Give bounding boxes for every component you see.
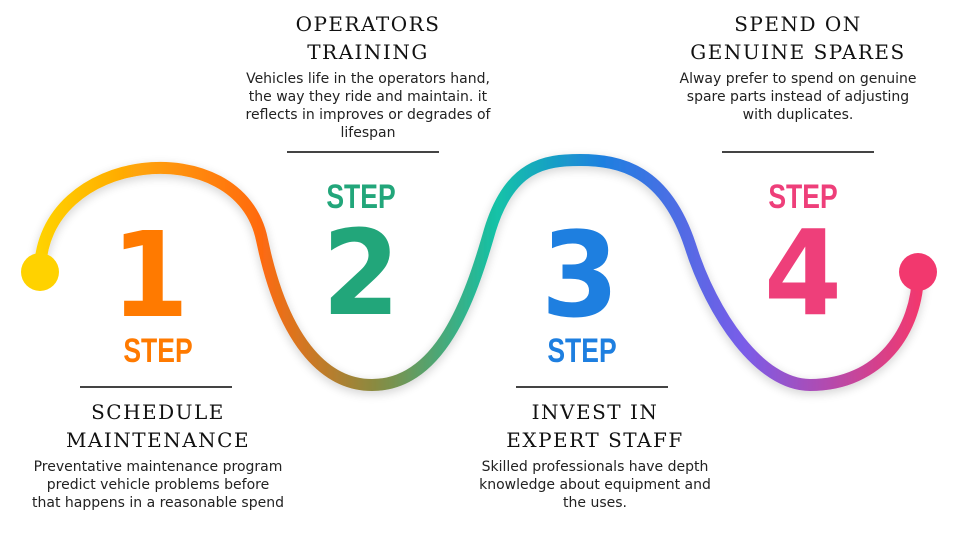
step-2-title-line-1: OPERATORS <box>295 12 441 36</box>
step-2-title-line-2: TRAINING <box>307 40 429 64</box>
step-1-label: STEP <box>123 332 193 370</box>
step-4-number: 4 <box>763 204 842 342</box>
step-4-title-line-1: SPEND ON <box>734 12 862 36</box>
step-3-label: STEP <box>547 332 617 370</box>
step-4-desc-line-3: with duplicates. <box>742 107 854 123</box>
step-2-text: OPERATORS TRAINING Vehicles life in the … <box>210 10 526 142</box>
step-3-title-line-1: INVEST IN <box>531 400 659 424</box>
step-1-number: 1 <box>110 206 189 344</box>
step-1-title-line-1: SCHEDULE <box>91 400 225 424</box>
step-3-title-line-2: EXPERT STAFF <box>506 428 684 452</box>
step-2-desc-line-1: Vehicles life in the operators hand, <box>246 71 490 87</box>
step-2-divider <box>287 151 439 153</box>
step-2-number: 2 <box>321 204 400 342</box>
step-1-title-line-2: MAINTENANCE <box>65 428 251 452</box>
step-2-desc-line-4: lifespan <box>340 125 396 141</box>
start-dot <box>21 253 59 291</box>
step-2-desc-line-3: reflects in improves or degrades of <box>245 107 491 123</box>
step-3-desc-line-1: Skilled professionals have depth <box>481 459 709 475</box>
step-3-text: INVEST IN EXPERT STAFF Skilled professio… <box>437 398 753 512</box>
end-dot <box>899 253 937 291</box>
step-4-divider <box>722 151 874 153</box>
step-2-desc-line-2: the way they ride and maintain. it <box>248 89 488 105</box>
step-1-desc-line-1: Preventative maintenance program <box>33 459 283 475</box>
step-3-desc-line-2: knowledge about equipment and <box>479 477 711 493</box>
step-1-desc-line-2: predict vehicle problems before <box>46 477 270 493</box>
step-1-divider <box>80 386 232 388</box>
step-2-label: STEP <box>326 178 396 216</box>
step-4-desc-line-2: spare parts instead of adjusting <box>686 89 910 105</box>
step-3-desc-line-3: the uses. <box>563 495 627 511</box>
wave-line <box>34 153 924 392</box>
step-4-label: STEP <box>768 178 838 216</box>
step-1-text: SCHEDULE MAINTENANCE Preventative mainte… <box>0 398 316 512</box>
step-4-title-line-2: GENUINE SPARES <box>690 40 906 64</box>
step-3-number: 3 <box>540 206 619 344</box>
step-1-desc-line-3: that happens in a reasonable spend <box>32 495 284 511</box>
step-4-desc-line-1: Alway prefer to spend on genuine <box>679 71 917 87</box>
step-4-text: SPEND ON GENUINE SPARES Alway prefer to … <box>640 10 956 124</box>
step-3-divider <box>516 386 668 388</box>
